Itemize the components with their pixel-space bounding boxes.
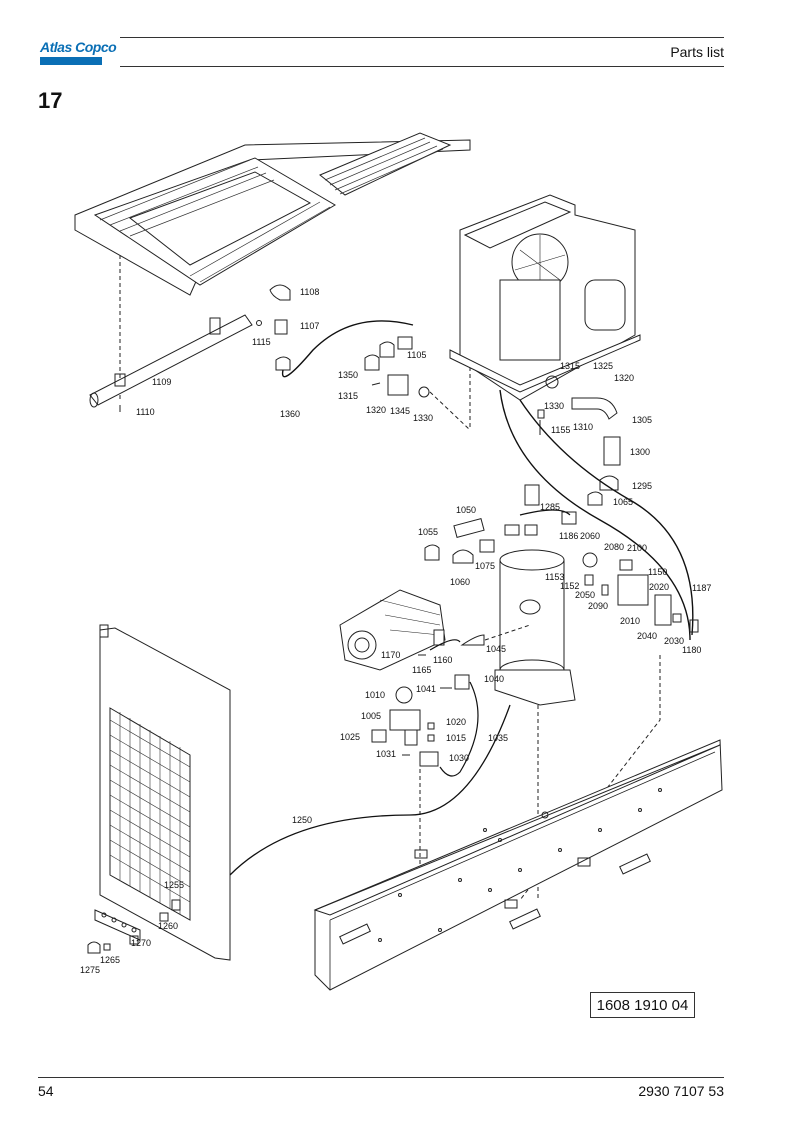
part-label: 1109 [152,377,171,387]
part-label: 1260 [158,921,178,931]
part-label: 1285 [540,502,560,512]
part-label: 1255 [164,880,184,890]
section-title: Parts list [670,44,724,60]
side-door-panel [99,624,231,961]
part-label: 1265 [100,955,120,965]
part-label: 1150 [648,567,667,577]
part-label: 1270 [131,938,151,948]
part-label: 1035 [488,733,508,743]
separator-tank [494,484,576,706]
part-label: 1005 [361,711,381,721]
part-label: 1040 [484,674,504,684]
part-label: 1020 [446,717,466,727]
part-label: 1015 [446,733,466,743]
part-label: 1320 [614,373,634,383]
part-label: 2060 [580,531,600,541]
part-label: 1031 [376,749,396,759]
part-label: 2080 [604,542,624,552]
header-rule-bottom [120,66,724,67]
part-label: 1050 [456,505,476,515]
part-label: 1105 [407,350,426,360]
part-label: 1300 [630,447,650,457]
part-label: 1305 [632,415,652,425]
compressor-element [339,589,446,671]
part-label: 1115 [252,337,271,347]
part-label: 1108 [300,287,319,297]
brand-logo-bar [40,57,102,65]
part-label: 1165 [412,665,431,675]
part-label: 1055 [418,527,438,537]
part-label: 1250 [292,815,312,825]
part-label: 1170 [381,650,400,660]
part-label: 2040 [637,631,657,641]
part-label: 1065 [613,497,633,507]
header-rule-top [120,37,724,38]
valve-block-2010 [582,552,699,633]
part-label: 1320 [366,405,386,415]
part-label: 2090 [588,601,608,611]
part-label: 1010 [365,690,385,700]
part-label: 1153 [545,572,564,582]
document-number: 2930 7107 53 [638,1083,724,1099]
part-label: 1350 [338,370,358,380]
part-label: 1160 [433,655,452,665]
part-label: 1186 [559,531,578,541]
part-label: 1180 [682,645,701,655]
part-label: 1075 [475,561,495,571]
part-label: 2100 [627,543,647,553]
part-label: 2030 [664,636,684,646]
cooler-unit [449,194,641,401]
part-label: 1110 [136,407,155,417]
part-label: 1060 [450,577,470,587]
part-label: 1330 [413,413,433,423]
part-label: 2010 [620,616,640,626]
part-labels: 1108 1107 1115 1105 1109 1360 1350 1315 … [80,287,711,975]
part-label: 1155 [551,425,570,435]
base-frame [313,739,723,991]
part-label: 2020 [649,582,669,592]
part-label: 1152 [560,581,579,591]
pipe-1109 [89,314,253,412]
part-label: 1310 [573,422,593,432]
part-label: 1325 [593,361,613,371]
part-label: 1315 [560,361,580,371]
footer-rule [38,1077,724,1078]
part-label: 1187 [692,583,711,593]
part-label: 1330 [544,401,564,411]
part-label: 2050 [575,590,595,600]
part-label: 1315 [338,391,358,401]
part-label: 1041 [416,684,436,694]
part-label: 1295 [632,481,652,491]
part-label: 1345 [390,406,410,416]
top-grille-panel [74,132,471,400]
part-label: 1030 [449,753,469,763]
part-label: 1360 [280,409,300,419]
drawing-reference-number: 1608 1910 04 [590,992,695,1018]
brand-logo: Atlas Copco [40,39,117,55]
part-label: 1107 [300,321,319,331]
part-label: 1025 [340,732,360,742]
page-number: 54 [38,1083,54,1099]
part-label: 1275 [80,965,100,975]
part-label: 1045 [486,644,506,654]
figure-number: 17 [38,88,63,113]
